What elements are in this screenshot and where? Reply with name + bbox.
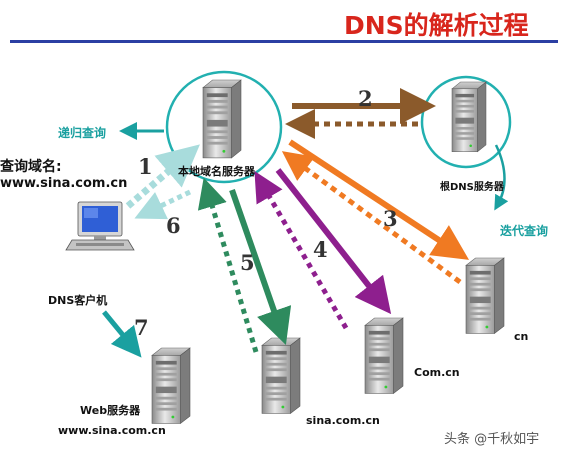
query-domain-value: www.sina.com.cn [0,176,128,191]
sina-server-icon [261,337,301,414]
client-label: DNS客户机 [48,294,108,307]
com-cn-server-icon [364,317,404,394]
root-dns-label: 根DNS服务器 [440,182,504,193]
root-dns-server-icon [451,81,487,153]
iterative-query-label: 迭代查询 [500,224,549,238]
sina-label: sina.com.cn [306,414,380,427]
step-3-number: 3 [383,206,398,231]
query-domain-label: 查询域名: [0,159,62,175]
step-2-number: 2 [358,86,373,111]
step-1-number: 1 [138,154,153,179]
local-dns-label: 本地域名服务器 [178,165,255,178]
local-dns-server-icon [202,79,242,159]
step-5-number: 5 [240,250,255,275]
cn-server-icon [465,257,505,334]
web-server-icon [151,347,191,424]
recursive-query-label: 递归查询 [58,126,107,140]
step-4-number: 4 [313,237,328,262]
web-url-label: www.sina.com.cn [58,424,166,437]
step-7-number: 7 [134,315,149,340]
watermark-text: 头条 @千秋如宇 [444,432,540,447]
com-cn-label: Com.cn [414,366,460,379]
cn-label: cn [514,330,529,343]
watermark: 头条 @千秋如宇 [424,424,565,450]
step-6-number: 6 [166,213,181,238]
title-rule [10,40,558,43]
web-server-label: Web服务器 [80,404,141,417]
diagram-title: DNS的解析过程 [344,11,529,40]
client-computer-icon [65,201,135,251]
